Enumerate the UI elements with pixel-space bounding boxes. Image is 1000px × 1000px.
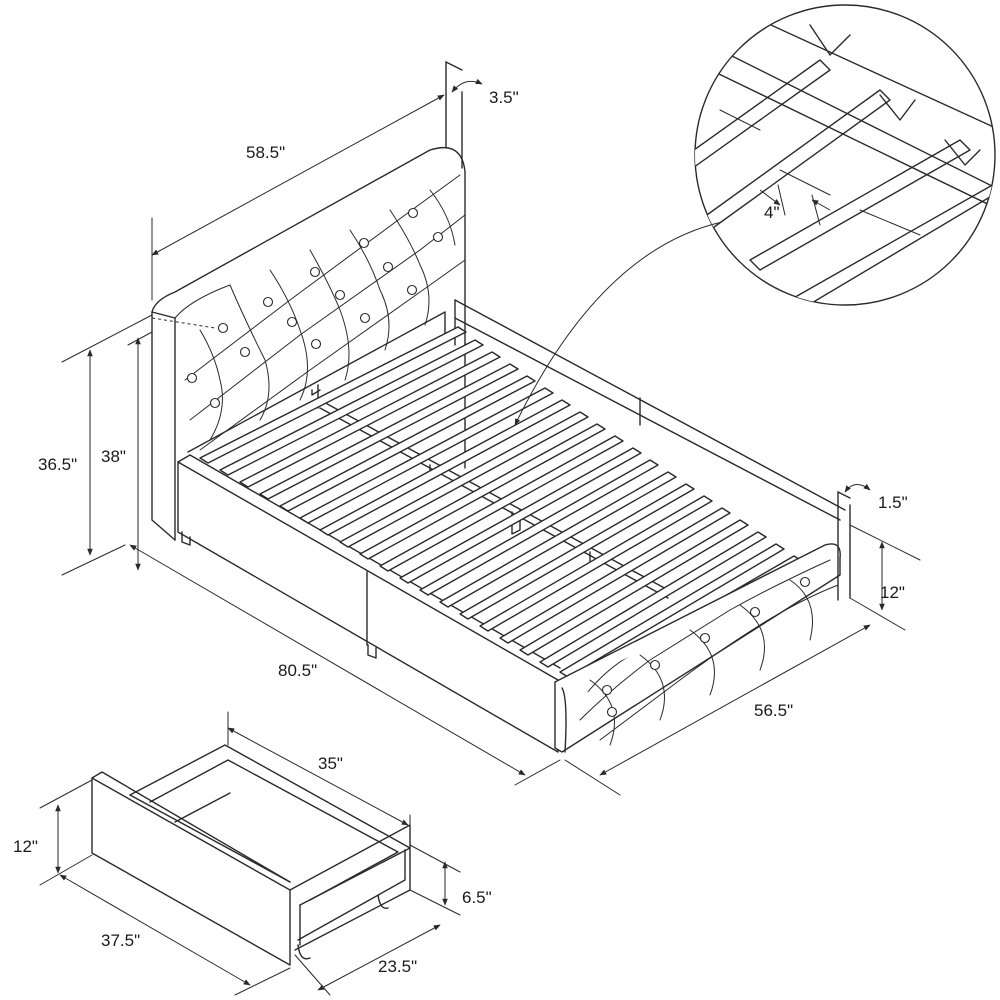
headboard-width-label: 58.5"	[246, 143, 285, 162]
total-height-label: 36.5"	[38, 455, 77, 474]
headboard-thickness-label: 3.5"	[489, 88, 519, 107]
footboard-height-label: 12"	[880, 583, 905, 602]
drawer-front-width-label: 37.5"	[101, 931, 140, 950]
headboard-height-label: 38"	[101, 447, 126, 466]
drawer-depth-label: 23.5"	[378, 957, 417, 976]
bed-length-label: 80.5"	[278, 661, 317, 680]
drawer-length-label: 35"	[318, 754, 343, 773]
footboard	[554, 491, 851, 753]
slat-gap-label: 4"	[764, 203, 780, 222]
drawer-inner-height-label: 6.5"	[462, 888, 492, 907]
bed-width-label: 56.5"	[754, 701, 793, 720]
dimension-lines	[61, 78, 921, 796]
slat-detail-magnifier	[694, 4, 996, 306]
footboard-thickness-label: 1.5"	[878, 493, 908, 512]
drawer-height-label: 12"	[13, 837, 38, 856]
drawer-dimension-lines	[39, 711, 461, 996]
